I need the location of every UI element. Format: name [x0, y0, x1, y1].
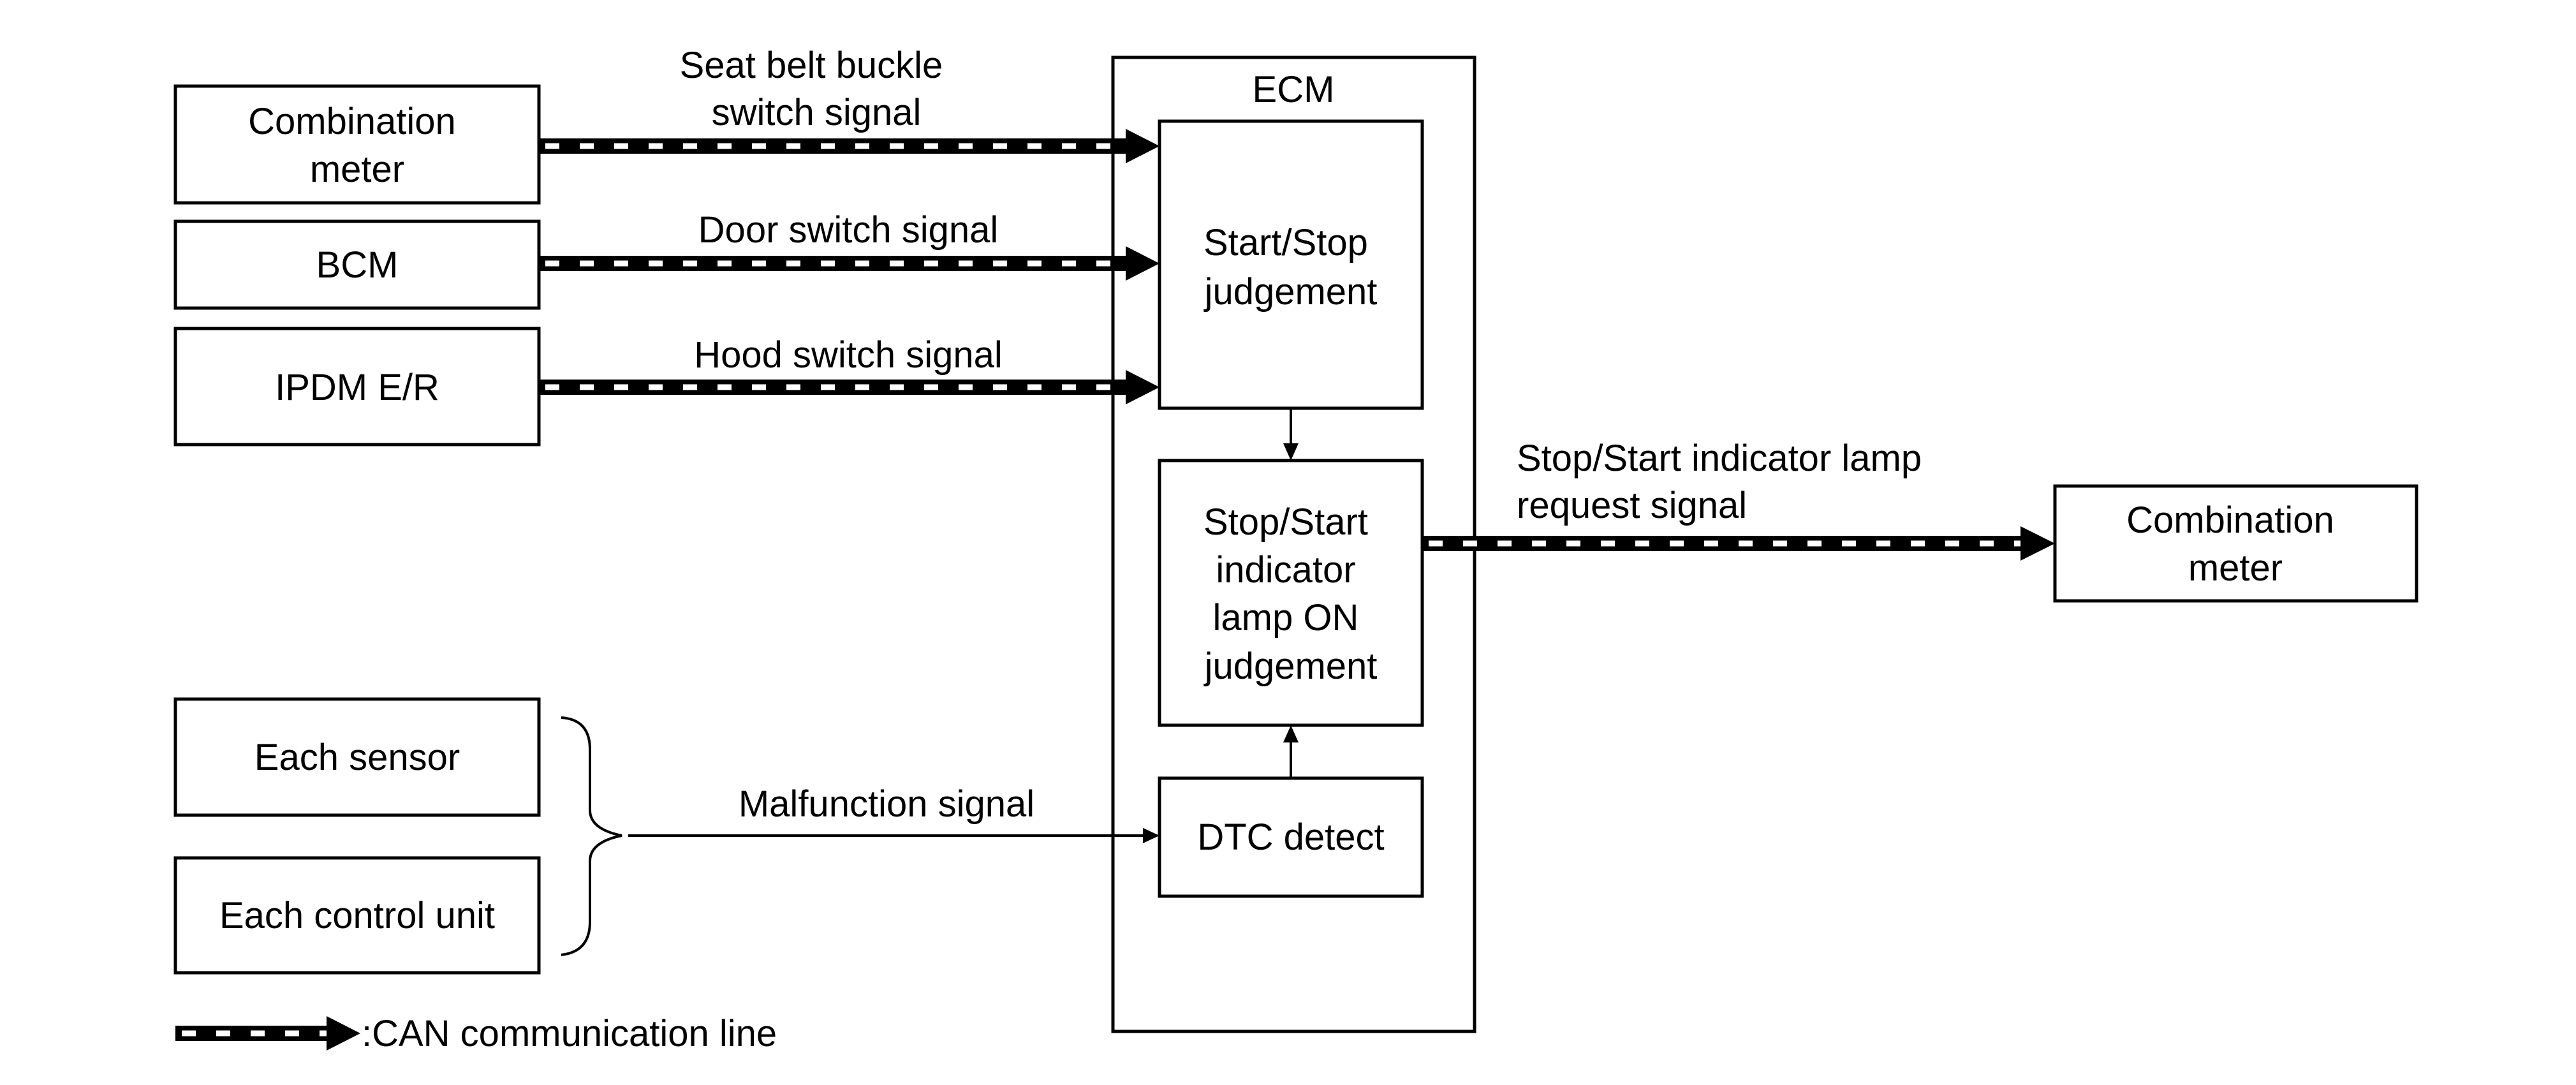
- judgement-to-indicator-arrow: [1283, 408, 1299, 461]
- can-line-seat-belt: [539, 129, 1159, 163]
- ipdm-er-box: IPDM E/R: [173, 327, 541, 447]
- ecm-title: ECM: [1253, 69, 1335, 110]
- svg-text:Combination meter: Combination meter: [2126, 499, 2344, 589]
- combination-meter-input-label-1: Combination: [248, 101, 456, 142]
- combination-meter-output-label-1: Combination: [2126, 499, 2334, 541]
- can-legend-symbol: [175, 1016, 360, 1051]
- door-signal-label: Door switch signal: [698, 209, 999, 251]
- each-control-unit-box: Each control unit: [173, 856, 541, 975]
- combination-meter-input-label-2: meter: [310, 149, 404, 190]
- combination-meter-output-label-2: meter: [2188, 547, 2283, 589]
- indicator-request-signal-label: Stop/Start indicator lamp request signal: [1517, 438, 1932, 526]
- malfunction-signal-label: Malfunction signal: [739, 783, 1034, 825]
- source-brace: [561, 716, 622, 956]
- dtc-detect-label: DTC detect: [1197, 816, 1384, 858]
- each-control-unit-label: Each control unit: [219, 895, 495, 936]
- can-line-hood: [539, 370, 1159, 404]
- can-legend-label: :CAN communication line: [362, 1013, 777, 1054]
- malfunction-signal-arrow: [628, 828, 1159, 843]
- can-line-door: [539, 246, 1159, 281]
- start-stop-judgement-block: Start/Stop judgement: [1158, 119, 1424, 410]
- can-line-indicator-request: [1422, 526, 2055, 561]
- dtc-to-indicator-arrow: [1283, 725, 1299, 778]
- bcm-box: BCM: [173, 219, 541, 310]
- seat-belt-signal-label: Seat belt buckle switch signal: [680, 45, 953, 133]
- hood-signal-label: Hood switch signal: [694, 334, 1003, 376]
- svg-text:Combination meter: Combination meter: [248, 101, 466, 190]
- indicator-lamp-judgement-block: Stop/Start indicator lamp ON judgement: [1158, 459, 1424, 727]
- ipdm-er-label: IPDM E/R: [275, 367, 439, 408]
- each-sensor-box: Each sensor: [173, 697, 541, 817]
- bcm-label: BCM: [316, 244, 399, 286]
- dtc-detect-block: DTC detect: [1158, 776, 1424, 898]
- each-sensor-label: Each sensor: [254, 737, 460, 778]
- svg-text:Stop/Start indicator: Stop/Start indicator lamp ON judgement: [1203, 501, 1378, 687]
- svg-text:Start/Stop judgement: Start/Stop judgement: [1203, 222, 1378, 313]
- combination-meter-output-box: Combination meter: [2053, 484, 2418, 603]
- combination-meter-input-box: Combination meter: [173, 84, 541, 205]
